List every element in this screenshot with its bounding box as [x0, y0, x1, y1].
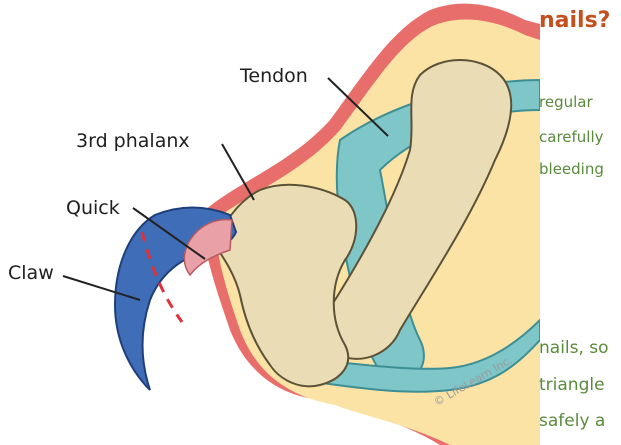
- paragraph-fragment: nails, so: [539, 338, 609, 358]
- paragraph-fragment: triangle: [539, 375, 605, 395]
- claw-label: Claw: [8, 262, 54, 284]
- quick-label: Quick: [66, 197, 120, 219]
- tendon-label: Tendon: [240, 65, 308, 87]
- paragraph-fragment: safely a: [539, 411, 605, 431]
- third-phalanx-bone: [215, 185, 356, 387]
- phalanx-label: 3rd phalanx: [76, 130, 190, 152]
- paragraph-fragment: regular: [539, 93, 593, 111]
- paragraph-fragment: bleeding: [539, 160, 604, 178]
- page-heading: nails?: [539, 8, 610, 33]
- paragraph-fragment: carefully: [539, 128, 604, 146]
